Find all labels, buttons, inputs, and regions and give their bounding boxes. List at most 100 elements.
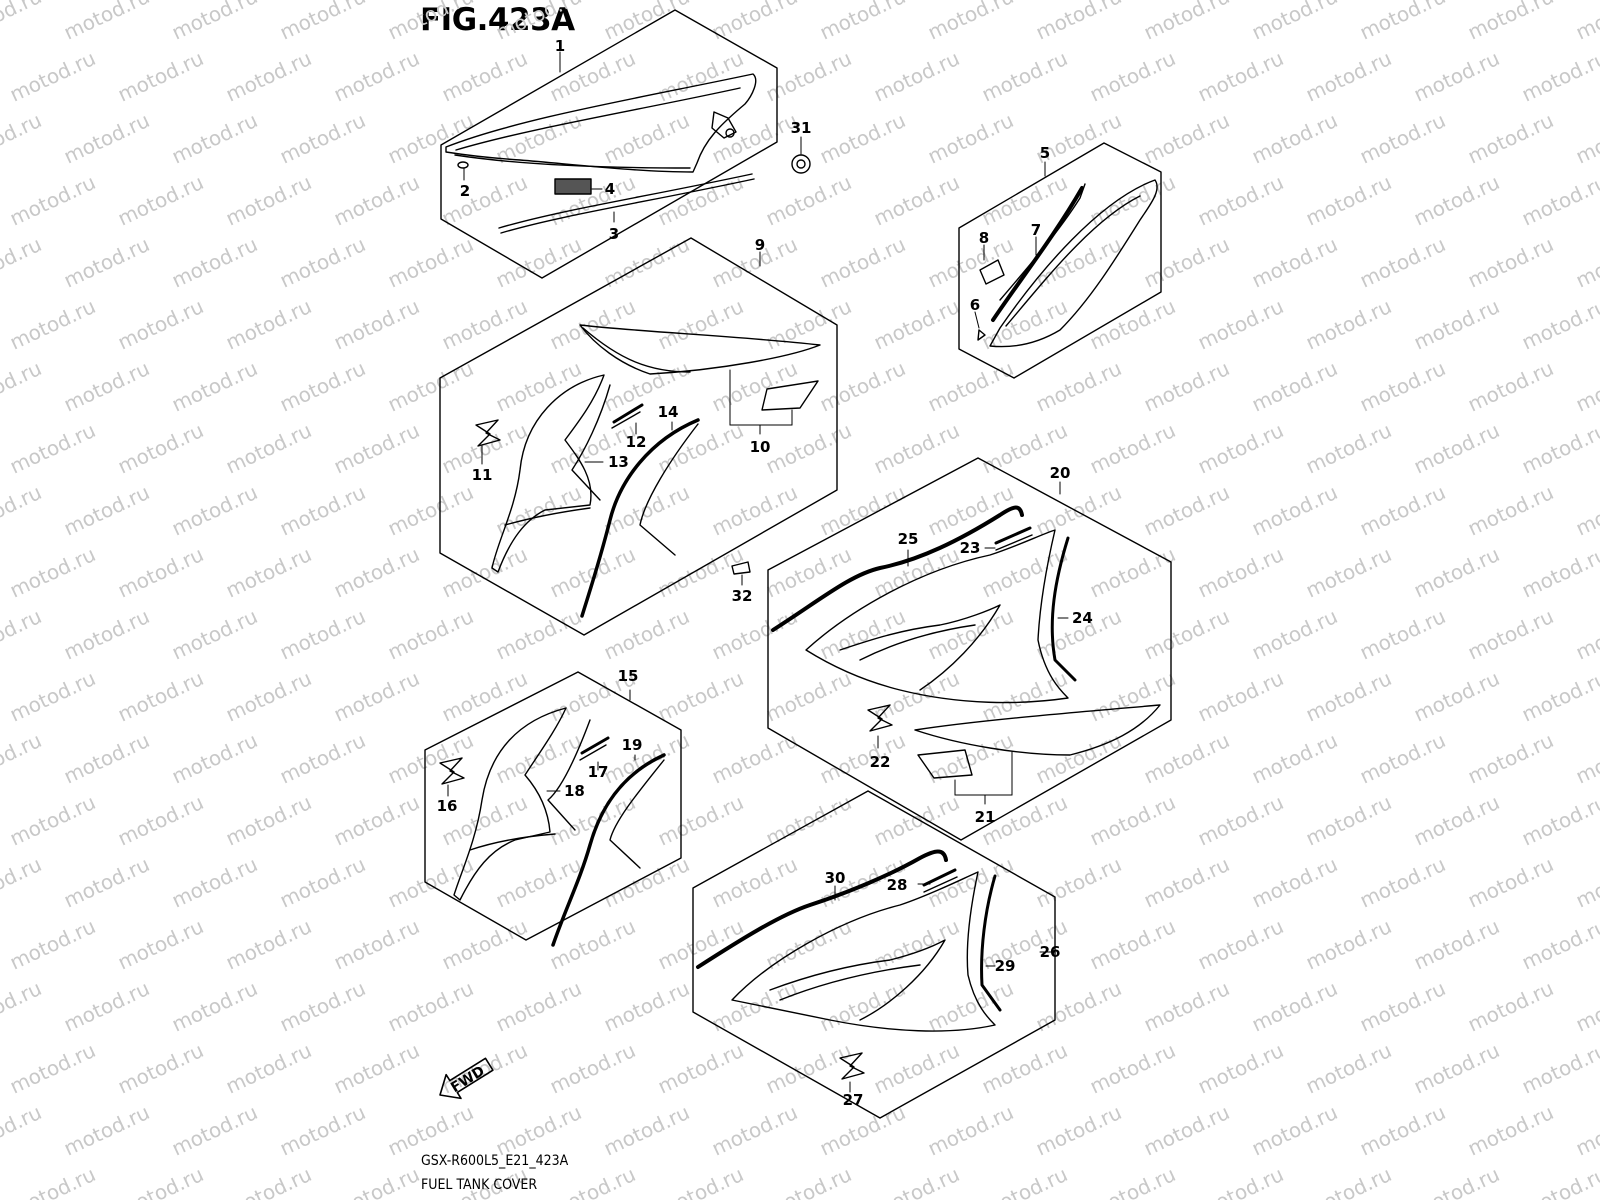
watermark-text: motod.ru [654, 170, 747, 231]
watermark-text: motod.ru [492, 232, 585, 293]
watermark-text: motod.ru [1572, 976, 1600, 1037]
watermark-text: motod.ru [1248, 0, 1341, 45]
watermark-text: motod.ru [708, 0, 801, 45]
watermark-text: motod.ru [276, 356, 369, 417]
part-23-strip [994, 526, 1033, 551]
watermark-text: motod.ru [0, 976, 45, 1037]
watermark-text: motod.ru [0, 480, 45, 541]
watermark-text: motod.ru [114, 1162, 207, 1200]
part-18-cover [547, 719, 591, 831]
watermark-text: motod.ru [924, 0, 1017, 45]
watermark-text: motod.ru [168, 1100, 261, 1161]
watermark-text: motod.ru [330, 914, 423, 975]
watermark-text: motod.ru [708, 604, 801, 665]
watermark-text: motod.ru [1140, 0, 1233, 45]
watermark-text: motod.ru [978, 46, 1071, 107]
watermark-text: motod.ru [600, 976, 693, 1037]
watermark-text: motod.ru [654, 46, 747, 107]
part-1-cover-drawing [445, 73, 757, 173]
watermark-text: motod.ru [924, 232, 1017, 293]
watermark-text: motod.ru [1302, 790, 1395, 851]
callout-30: 30 [825, 869, 846, 887]
watermark-text: motod.ru [60, 0, 153, 45]
watermark-text: motod.ru [276, 232, 369, 293]
watermark-text: motod.ru [654, 666, 747, 727]
watermark-text: motod.ru [1248, 1100, 1341, 1161]
watermark-text: motod.ru [1302, 46, 1395, 107]
part-10-plate [761, 380, 819, 411]
watermark-text: motod.ru [330, 46, 423, 107]
watermark-text: motod.ru [168, 976, 261, 1037]
watermark-text: motod.ru [1140, 728, 1233, 789]
watermark-text: motod.ru [708, 1100, 801, 1161]
watermark-text: motod.ru [114, 1038, 207, 1099]
watermark-text: motod.ru [600, 108, 693, 169]
callout-22: 22 [870, 753, 891, 771]
callout-20: 20 [1050, 464, 1071, 482]
part-29-strip [980, 874, 1002, 1012]
watermark-text: motod.ru [816, 604, 909, 665]
part-25-trim [771, 505, 1024, 632]
callout-17: 17 [588, 763, 609, 781]
watermark-text: motod.ru [1410, 914, 1503, 975]
part-3-trim-strip [498, 173, 755, 234]
part-14-trim [580, 418, 700, 618]
watermark-text: motod.ru [330, 542, 423, 603]
watermark-text: motod.ru [60, 356, 153, 417]
watermark-text: motod.ru [924, 1100, 1017, 1161]
watermark-text: motod.ru [168, 604, 261, 665]
callout-15: 15 [618, 667, 639, 685]
watermark-text: motod.ru [1518, 170, 1600, 231]
watermark-text: motod.ru [870, 170, 963, 231]
watermark-text: motod.ru [762, 170, 855, 231]
watermark-text: motod.ru [654, 1038, 747, 1099]
watermark-text: motod.ru [870, 1162, 963, 1200]
watermark-text: motod.ru [222, 542, 315, 603]
callout-32: 32 [732, 587, 753, 605]
watermark-text: motod.ru [1410, 790, 1503, 851]
watermark-text: motod.ru [0, 0, 45, 45]
callout-3: 3 [609, 225, 619, 243]
part-13-side-cover [491, 374, 611, 573]
watermark-text: motod.ru [60, 480, 153, 541]
watermark-text: motod.ru [1302, 1162, 1395, 1200]
watermark-text: motod.ru [1140, 232, 1233, 293]
watermark-text: motod.ru [114, 294, 207, 355]
watermark-text: motod.ru [924, 356, 1017, 417]
watermark-text: motod.ru [60, 108, 153, 169]
watermark-text: motod.ru [1464, 604, 1557, 665]
watermark-text: motod.ru [870, 294, 963, 355]
watermark-text: motod.ru [654, 294, 747, 355]
part-28-strip [922, 868, 958, 893]
watermark-text: motod.ru [114, 666, 207, 727]
part-4-plate [554, 178, 592, 195]
part-8-plate [979, 259, 1005, 285]
watermark-text: motod.ru [1086, 1038, 1179, 1099]
watermark-text: motod.ru [1194, 418, 1287, 479]
watermark-text: motod.ru [222, 790, 315, 851]
watermark-text: motod.ru [1356, 1100, 1449, 1161]
watermark-text: motod.ru [1302, 418, 1395, 479]
watermark-text: motod.ru [0, 356, 45, 417]
watermark-text: motod.ru [1086, 46, 1179, 107]
watermark-text: motod.ru [978, 1038, 1071, 1099]
watermark-text: motod.ru [1518, 1162, 1600, 1200]
watermark-text: motod.ru [1356, 356, 1449, 417]
callout-7: 7 [1031, 221, 1041, 239]
callout-9: 9 [755, 236, 765, 254]
watermark-text: motod.ru [60, 728, 153, 789]
group-frame-26 [692, 790, 1056, 1119]
part-9-upper-panel [579, 324, 821, 375]
callout-14: 14 [658, 403, 679, 421]
watermark-text: motod.ru [222, 418, 315, 479]
watermark-text: motod.ru [1194, 294, 1287, 355]
watermark-text: motod.ru [1140, 976, 1233, 1037]
watermark-text: motod.ru [222, 1038, 315, 1099]
watermark-text: motod.ru [1572, 356, 1600, 417]
watermark-text: motod.ru [6, 418, 99, 479]
watermark-text: motod.ru [1572, 232, 1600, 293]
part-24-strip [1050, 536, 1077, 682]
group-frame-5 [958, 142, 1162, 379]
watermark-text: motod.ru [600, 0, 693, 45]
